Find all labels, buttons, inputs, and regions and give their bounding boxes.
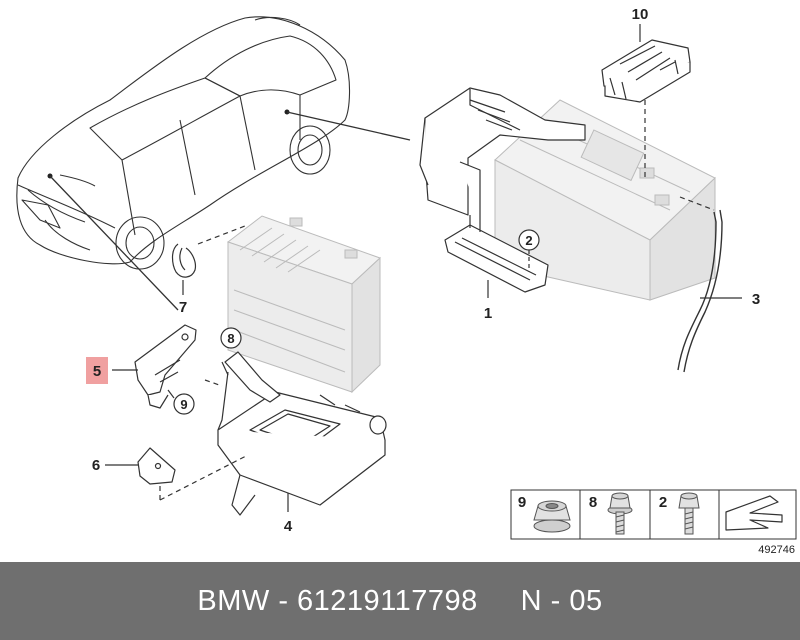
callout-4: 4 bbox=[284, 518, 293, 535]
large-battery-bracket-part bbox=[419, 87, 586, 293]
brand-name: BMW bbox=[197, 584, 270, 617]
callout-10: 10 bbox=[632, 6, 649, 23]
hex-bolt-icon bbox=[678, 492, 700, 535]
legend-item-screw: 8 bbox=[589, 492, 633, 535]
callout-3: 3 bbox=[752, 291, 760, 308]
cable-clip-part bbox=[171, 243, 197, 278]
battery-tray-part bbox=[217, 351, 387, 516]
battery-cable-part bbox=[677, 209, 723, 373]
callout-label: 5 bbox=[93, 363, 101, 380]
small-battery-part bbox=[226, 215, 381, 394]
callout-label: 9 bbox=[180, 397, 187, 412]
callout-label: 6 bbox=[92, 457, 100, 474]
callout-label: 1 bbox=[484, 305, 492, 322]
callout-1: 1 bbox=[484, 305, 492, 322]
legend-item-bolt: 2 bbox=[659, 492, 700, 535]
callout-2: 2 bbox=[518, 229, 540, 251]
hex-screw-with-washer-icon bbox=[607, 492, 633, 535]
legend-label: 2 bbox=[659, 494, 667, 511]
callout-label: 8 bbox=[227, 331, 234, 346]
part-number-bar: BMW - 61219117798 N - 05 bbox=[0, 562, 800, 640]
fastener-legend: 9 8 2 bbox=[510, 489, 797, 540]
callout-6: 6 bbox=[92, 457, 100, 474]
holder-part bbox=[134, 324, 197, 409]
separator: - bbox=[269, 584, 298, 617]
clip-nut-part bbox=[137, 447, 176, 485]
spacer bbox=[478, 585, 521, 618]
terminal-cover-part bbox=[601, 39, 691, 103]
callout-label: 2 bbox=[525, 233, 532, 248]
legend-item-nut: 9 bbox=[518, 494, 571, 533]
direction-arrow-icon bbox=[725, 495, 783, 531]
part-number: 61219117798 bbox=[297, 584, 478, 617]
callout-7: 7 bbox=[179, 299, 187, 316]
callout-label: 7 bbox=[179, 299, 187, 316]
position-code: N - 05 bbox=[520, 584, 603, 617]
callout-9: 9 bbox=[173, 393, 195, 415]
diagram-id: 492746 bbox=[758, 544, 795, 556]
callout-label: 10 bbox=[632, 6, 649, 23]
callout-5: 5 bbox=[86, 357, 108, 384]
parts-diagram: 10 1 2 3 4 5 6 7 8 9 bbox=[16, 6, 797, 556]
flange-nut-icon bbox=[533, 500, 571, 533]
callout-8: 8 bbox=[220, 327, 242, 349]
legend-label: 9 bbox=[518, 494, 526, 511]
legend-label: 8 bbox=[589, 494, 597, 511]
vehicle-outline bbox=[16, 16, 351, 270]
callout-label: 4 bbox=[284, 518, 293, 535]
callout-label: 3 bbox=[752, 291, 760, 308]
highlight-box bbox=[86, 357, 108, 384]
